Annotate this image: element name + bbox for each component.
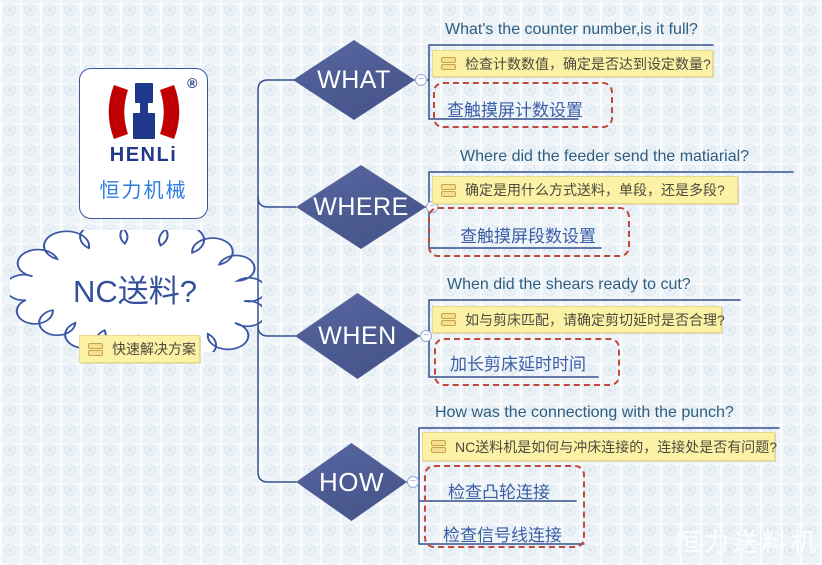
when-stub — [257, 325, 297, 337]
node-where[interactable]: WHERE — [296, 165, 426, 249]
where-stub — [257, 196, 297, 208]
note-text: 如与剪床匹配，请确定剪切延时是否合理? — [465, 311, 725, 328]
note-callout-how[interactable]: NC送料机是如何与冲床连接的，连接处是否有问题? — [422, 432, 778, 461]
note-callout-where[interactable]: 确定是用什么方式送料，单段，还是多段? — [432, 176, 738, 204]
henli-logo-icon: ® — [106, 75, 198, 143]
root-note-label: 快速解决方案 — [112, 341, 196, 357]
registered-trademark-symbol: ® — [187, 75, 198, 91]
collapse-toggle-when[interactable]: − — [420, 330, 432, 342]
node-when[interactable]: WHEN — [295, 293, 420, 379]
node-how-label: HOW — [318, 466, 385, 497]
note-icon — [441, 57, 457, 70]
note-icon — [441, 183, 457, 197]
note-icon — [88, 342, 104, 356]
question-how[interactable]: How was the connectiong with the punch? — [435, 404, 734, 421]
node-when-label: WHEN — [318, 321, 397, 350]
boundary-where-solutions — [428, 207, 630, 257]
note-text: 确定是用什么方式送料，单段，还是多段? — [465, 182, 725, 198]
question-where[interactable]: Where did the feeder send the matiarial? — [460, 148, 750, 165]
boundary-how-solutions — [424, 465, 585, 548]
trunk-connector — [257, 79, 297, 483]
note-callout-when[interactable]: 如与剪床匹配，请确定剪切延时是否合理? — [432, 306, 725, 333]
brand-name-chinese: 恒力机械 — [99, 180, 188, 202]
collapse-toggle-how[interactable]: − — [407, 476, 419, 488]
node-how[interactable]: HOW — [296, 443, 407, 521]
boundary-when-solutions — [434, 338, 620, 386]
solution-when-1[interactable]: 加长剪床延时时间 — [450, 355, 586, 374]
collapse-toggle-what[interactable]: − — [415, 74, 427, 86]
note-text: NC送料机是如何与冲床连接的，连接处是否有问题? — [455, 438, 778, 455]
watermark-text: 恒力送料机 — [674, 529, 820, 557]
solution-what-1[interactable]: 查触摸屏计数设置 — [447, 101, 583, 120]
note-callout-what[interactable]: 检查计数数值，确定是否达到设定数量? — [432, 50, 713, 77]
boundary-what-solutions — [433, 82, 613, 128]
question-what[interactable]: What's the counter number,is it full? — [445, 21, 698, 38]
node-what-label: WHAT — [317, 65, 391, 94]
root-topic[interactable]: NC送料? — [72, 274, 197, 309]
root-cloud-shape — [10, 230, 262, 352]
note-text: 检查计数数值，确定是否达到设定数量? — [465, 55, 711, 72]
solution-where-1[interactable]: 查触摸屏段数设置 — [460, 227, 596, 246]
logo-card[interactable]: ® HENLi 恒力机械 — [79, 68, 208, 219]
question-when[interactable]: When did the shears ready to cut? — [447, 276, 691, 293]
note-icon — [431, 440, 447, 453]
root-note-callout[interactable]: 快速解决方案 — [79, 335, 200, 363]
brand-name: HENLi — [109, 144, 178, 166]
solution-how-2[interactable]: 检查信号线连接 — [443, 526, 562, 545]
node-what[interactable]: WHAT — [293, 40, 415, 120]
solution-how-1[interactable]: 检查凸轮连接 — [448, 483, 550, 502]
note-icon — [441, 313, 457, 326]
node-where-label: WHERE — [313, 192, 409, 221]
